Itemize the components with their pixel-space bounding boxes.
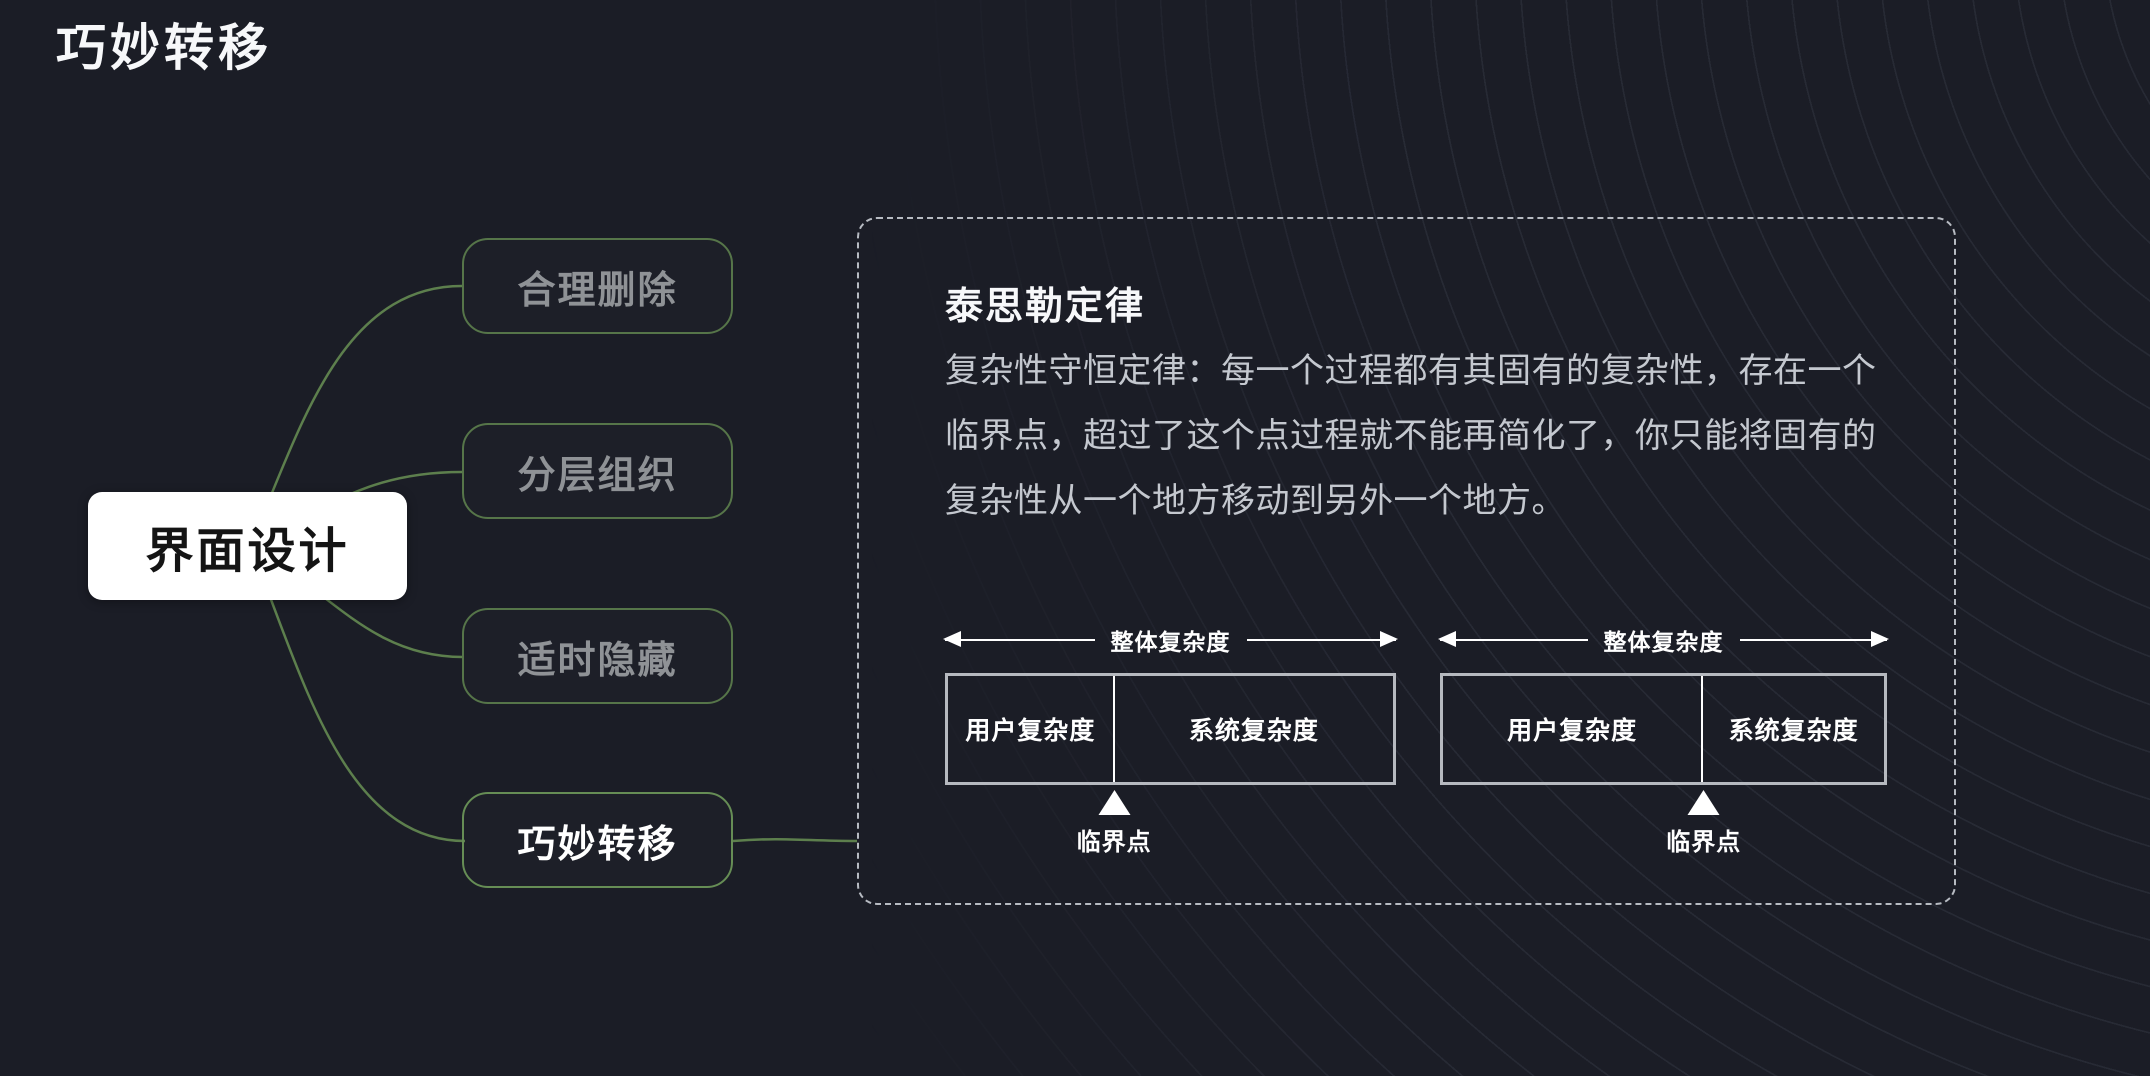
root-node-label: 界面设计 <box>145 525 350 578</box>
critical-point-label: 临界点 <box>1666 829 1742 856</box>
node-label: 合理删除 <box>517 269 678 312</box>
overall-complexity-arrow: 整体复杂度 <box>1438 625 1889 655</box>
description-line-1: 复杂性守恒定律：每一个过程都有其固有的复杂性，存在一个 <box>945 352 1877 390</box>
arrow-left-icon <box>1438 632 1588 646</box>
description-line-3: 复杂性从一个地方移动到另外一个地方。 <box>945 482 1566 520</box>
overall-complexity-label: 整体复杂度 <box>1603 629 1724 655</box>
triangle-up-icon <box>1687 790 1720 815</box>
connector-node3-to-panel <box>732 837 858 843</box>
page-title: 巧妙转移 <box>56 20 272 76</box>
system-complexity-segment: 系统复杂度 <box>1703 676 1884 782</box>
critical-point-marker: 临界点 <box>1666 790 1741 857</box>
system-complexity-label: 系统复杂度 <box>1728 717 1859 745</box>
complexity-diagram-right: 整体复杂度 用户复杂度 系统复杂度 临界点 <box>1438 625 1889 865</box>
complexity-bar: 用户复杂度 系统复杂度 <box>945 673 1396 785</box>
critical-point-label: 临界点 <box>1076 829 1152 856</box>
user-complexity-label: 用户复杂度 <box>1507 717 1638 745</box>
system-complexity-segment: 系统复杂度 <box>1115 676 1393 782</box>
panel-description: 复杂性守恒定律：每一个过程都有其固有的复杂性，存在一个 临界点，超过了这个点过程… <box>945 339 1925 534</box>
complexity-diagram-left: 整体复杂度 用户复杂度 系统复杂度 临界点 <box>943 625 1398 865</box>
arrow-right-icon <box>1246 632 1398 646</box>
critical-point-marker: 临界点 <box>1077 790 1152 857</box>
mindmap-root-node[interactable]: 界面设计 <box>88 492 407 600</box>
user-complexity-label: 用户复杂度 <box>965 717 1096 745</box>
arrow-right-icon <box>1739 632 1889 646</box>
overall-complexity-arrow: 整体复杂度 <box>943 625 1398 655</box>
arrow-left-icon <box>943 632 1095 646</box>
description-line-2: 临界点，超过了这个点过程就不能再简化了，你只能将固有的 <box>945 417 1877 455</box>
user-complexity-segment: 用户复杂度 <box>948 676 1115 782</box>
complexity-bar: 用户复杂度 系统复杂度 <box>1440 673 1887 785</box>
mindmap-node-timely-hide[interactable]: 适时隐藏 <box>462 608 733 704</box>
mindmap-node-reasonable-delete[interactable]: 合理删除 <box>462 238 733 334</box>
node-label: 适时隐藏 <box>517 639 678 682</box>
mindmap-node-clever-transfer[interactable]: 巧妙转移 <box>462 792 733 888</box>
teslers-law-panel: 泰思勒定律 复杂性守恒定律：每一个过程都有其固有的复杂性，存在一个 临界点，超过… <box>857 217 1956 905</box>
overall-complexity-label: 整体复杂度 <box>1110 629 1231 655</box>
system-complexity-label: 系统复杂度 <box>1188 717 1319 745</box>
panel-title: 泰思勒定律 <box>945 286 1146 328</box>
user-complexity-segment: 用户复杂度 <box>1443 676 1704 782</box>
mindmap-node-layered-organize[interactable]: 分层组织 <box>462 423 733 519</box>
triangle-up-icon <box>1098 790 1131 815</box>
node-label: 巧妙转移 <box>517 823 678 866</box>
node-label: 分层组织 <box>517 454 678 497</box>
